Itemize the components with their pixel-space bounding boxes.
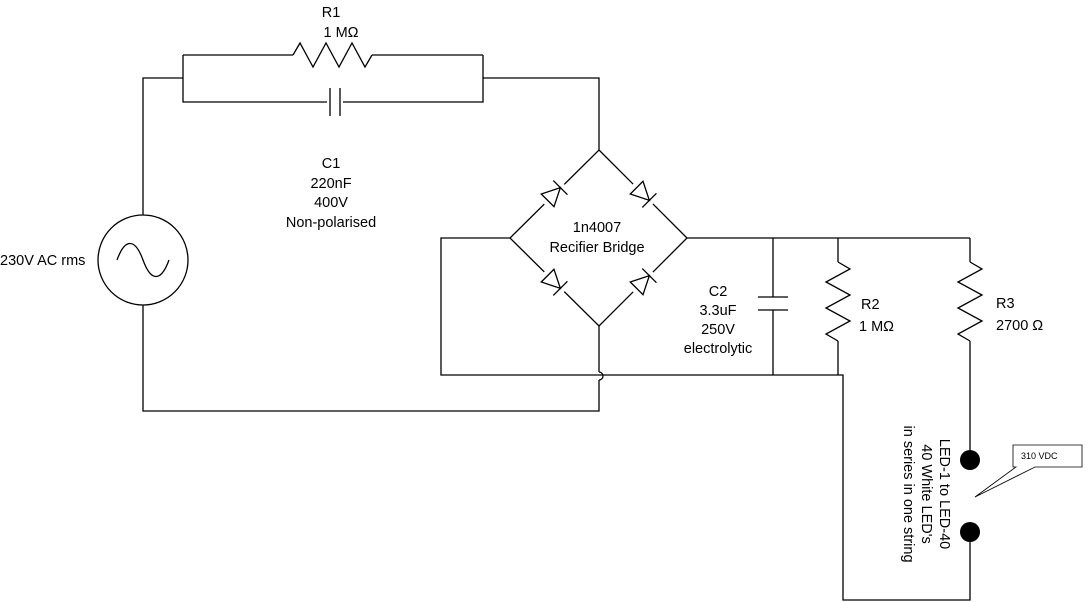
r3-resistor-symbol xyxy=(956,238,984,460)
diode-d2 xyxy=(626,177,660,211)
led-label-line2: 40 White LED's xyxy=(918,444,934,543)
r1-value: 1 MΩ xyxy=(323,25,358,41)
callout-text: 310 VDC xyxy=(1021,451,1058,461)
r3-value: 2700 Ω xyxy=(996,318,1043,334)
r1-name: R1 xyxy=(322,5,341,21)
diode-d3 xyxy=(537,265,571,299)
c1-type: Non-polarised xyxy=(286,215,376,231)
ac-source-label: 230V AC rms xyxy=(0,253,85,269)
bridge-rectifier xyxy=(509,149,688,327)
r1-resistor-symbol xyxy=(292,41,373,69)
led-string-label: LED-1 to LED-40 40 White LED's in series… xyxy=(900,425,952,562)
led-terminal-bottom xyxy=(960,522,980,542)
c2-capacitor-symbol xyxy=(758,296,788,311)
led-label-line3: in series in one string xyxy=(900,425,916,562)
r2-resistor-symbol xyxy=(824,238,971,601)
r2-name: R2 xyxy=(861,297,880,313)
diode-d4 xyxy=(626,265,660,299)
c1-capacitor-symbol xyxy=(327,88,343,116)
voltage-callout xyxy=(974,444,1083,498)
r1-c1-parallel-block xyxy=(182,41,600,150)
c2-value: 3.3uF xyxy=(699,303,736,319)
r2-value: 1 MΩ xyxy=(859,319,894,335)
ac-source-wiring xyxy=(142,77,604,412)
c1-value: 220nF xyxy=(310,176,351,192)
led-terminal-top xyxy=(960,450,980,470)
dc-wiring xyxy=(440,237,970,376)
c1-name: C1 xyxy=(322,156,341,172)
c2-type: electrolytic xyxy=(684,341,753,357)
led-label-line1: LED-1 to LED-40 xyxy=(936,439,952,549)
c2-name: C2 xyxy=(709,284,728,300)
c2-voltage: 250V xyxy=(701,322,735,338)
diode-d1 xyxy=(537,177,571,211)
bridge-part: 1n4007 xyxy=(573,220,621,236)
c1-voltage: 400V xyxy=(314,195,348,211)
ac-source-symbol xyxy=(97,214,189,306)
r3-name: R3 xyxy=(996,296,1015,312)
bridge-label: Recifier Bridge xyxy=(549,240,644,256)
